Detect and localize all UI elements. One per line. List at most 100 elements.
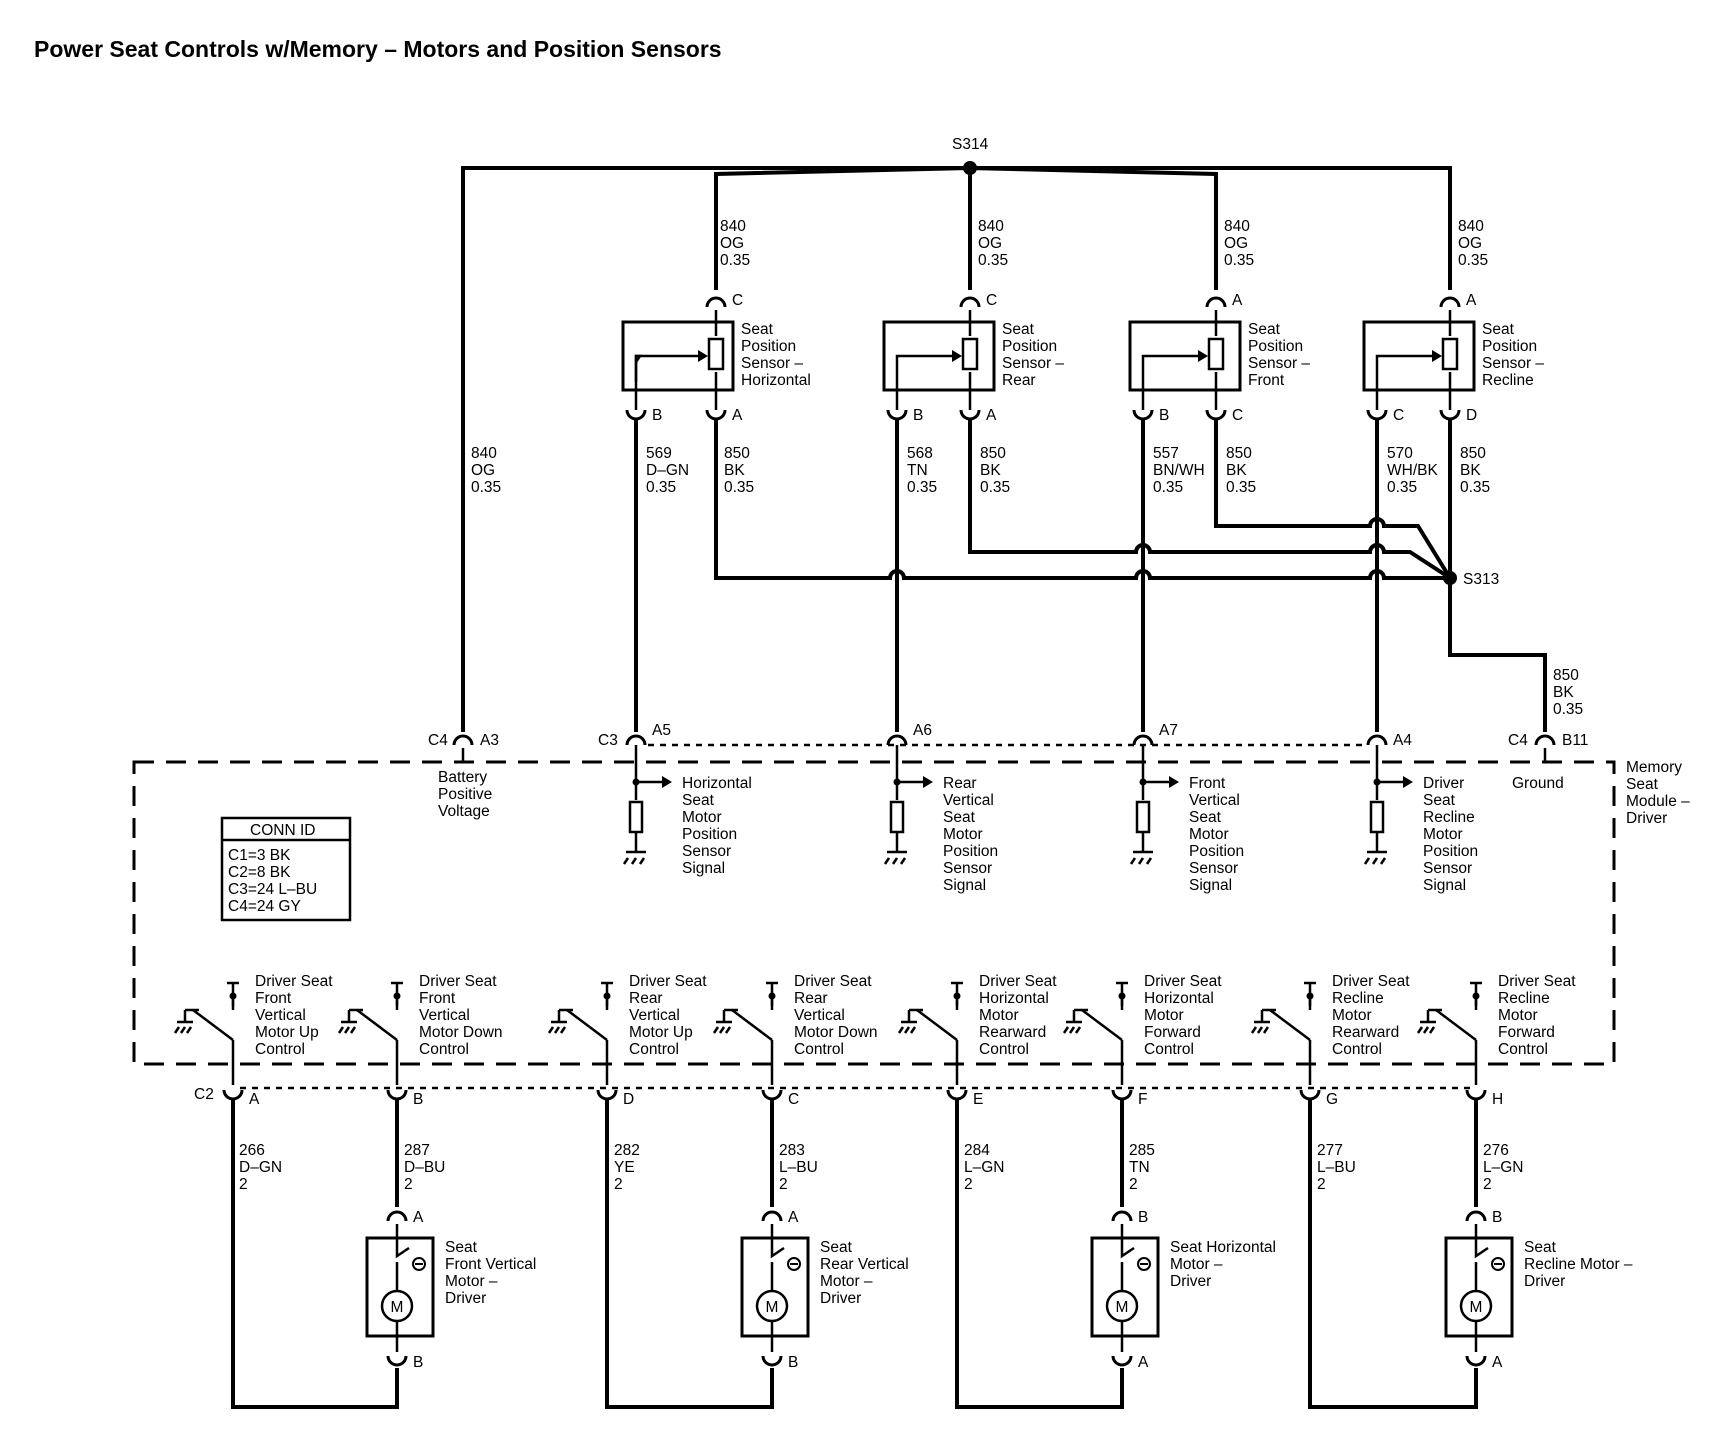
pin-label: A5: [652, 722, 671, 739]
svg-text:BK: BK: [1553, 684, 1574, 701]
wire-label: 0.35: [1224, 252, 1254, 269]
sensor-name: Seat: [1248, 321, 1281, 338]
conn-label: C4: [428, 732, 448, 749]
svg-text:Front: Front: [1189, 775, 1226, 792]
svg-text:2: 2: [239, 1176, 248, 1193]
motor-symbol: M: [766, 1299, 779, 1316]
svg-text:2: 2: [1129, 1176, 1138, 1193]
switch-label: Vertical: [419, 1007, 470, 1024]
switch-label: Motor: [1144, 1007, 1184, 1024]
switch-label: Control: [1144, 1041, 1194, 1058]
svg-text:2: 2: [964, 1176, 973, 1193]
svg-text:Sensor: Sensor: [682, 843, 731, 860]
switch-label: Control: [1498, 1041, 1548, 1058]
switch-label: Rear: [629, 990, 663, 1007]
pin-label: C: [1232, 407, 1243, 424]
switch-label: Front: [419, 990, 456, 1007]
svg-text:284: 284: [964, 1142, 990, 1159]
conn-id-row: C4=24 GY: [228, 898, 301, 915]
signal-internal-circuits: [461, 745, 1547, 865]
wire-label: 568: [907, 445, 933, 462]
pin-label: A6: [913, 722, 932, 739]
module-name: Memory Seat Module – Driver: [1626, 759, 1690, 827]
top-bus-wires: [461, 165, 1452, 732]
svg-text:285: 285: [1129, 1142, 1155, 1159]
wire-label: 0.35: [1460, 479, 1490, 496]
pin-label: A: [986, 407, 997, 424]
switch-label: Forward: [1144, 1024, 1201, 1041]
pin-label: A4: [1393, 732, 1412, 749]
svg-text:Sensor: Sensor: [1423, 860, 1472, 877]
module-top-connectors: C4 A3 C3 A5 A6 A7 A4 C4 B11: [428, 722, 1588, 749]
switch-label: Control: [794, 1041, 844, 1058]
pin-label: A: [1232, 292, 1243, 309]
switch-label: Driver Seat: [1332, 973, 1410, 990]
switch-label: Motor: [1332, 1007, 1372, 1024]
wire-label: 0.35: [720, 252, 750, 269]
motor-name: Seat Horizontal: [1170, 1239, 1276, 1256]
wire-label: 557: [1153, 445, 1179, 462]
sensor-name: Sensor –: [741, 355, 803, 372]
switch-label: Motor Up: [255, 1024, 319, 1041]
svg-text:Signal: Signal: [1423, 877, 1466, 894]
motor-name: Driver: [1524, 1273, 1565, 1290]
pin-label: A: [1138, 1354, 1149, 1371]
sensor-name: Front: [1248, 372, 1285, 389]
conn-label: C3: [598, 732, 618, 749]
switch-label: Motor Down: [419, 1024, 503, 1041]
wire-label: 850: [1226, 445, 1252, 462]
svg-text:D–GN: D–GN: [239, 1159, 282, 1176]
sensor-name: Horizontal: [741, 372, 811, 389]
sensor-top-connectors: C C A A: [705, 292, 1477, 309]
sensor-rear: Seat Position Sensor – Rear: [882, 310, 1064, 410]
wire-label: 0.35: [1387, 479, 1417, 496]
motor-symbol: M: [391, 1299, 404, 1316]
battery-label: Battery Positive Voltage: [438, 769, 492, 820]
svg-text:282: 282: [614, 1142, 640, 1159]
switch-label: Control: [1332, 1041, 1382, 1058]
svg-text:Motor: Motor: [943, 826, 983, 843]
switch-label: Motor Down: [794, 1024, 878, 1041]
svg-text:2: 2: [614, 1176, 623, 1193]
wire-label: D–GN: [646, 462, 689, 479]
pin-label: C: [1393, 407, 1404, 424]
svg-text:L–GN: L–GN: [964, 1159, 1005, 1176]
pin-label: A: [732, 407, 743, 424]
motor-name: Motor –: [820, 1273, 873, 1290]
svg-text:0.35: 0.35: [471, 479, 501, 496]
svg-text:Seat: Seat: [682, 792, 715, 809]
signal-wires: [634, 420, 1379, 732]
sensor-name: Position: [1482, 338, 1537, 355]
svg-text:Motor: Motor: [1423, 826, 1463, 843]
pin-label: C: [732, 292, 743, 309]
pin-label: D: [623, 1091, 634, 1108]
wire-label: 850: [724, 445, 750, 462]
pin-label: A: [249, 1091, 260, 1108]
sensor-front: Seat Position Sensor – Front: [1128, 310, 1310, 410]
switch-label: Rearward: [979, 1024, 1046, 1041]
switch-label: Driver Seat: [1144, 973, 1222, 990]
pin-label: A: [1466, 292, 1477, 309]
pin-label: C: [788, 1091, 799, 1108]
svg-text:Seat: Seat: [1626, 776, 1659, 793]
memory-seat-module-box: [132, 760, 1616, 1066]
svg-text:Driver: Driver: [1626, 810, 1667, 827]
wire-label: OG: [978, 235, 1002, 252]
conn-id-row: C3=24 L–BU: [228, 881, 317, 898]
wire-label: 0.35: [1153, 479, 1183, 496]
svg-text:L–GN: L–GN: [1483, 1159, 1524, 1176]
wire-label: 840: [978, 218, 1004, 235]
switch-label: Vertical: [629, 1007, 680, 1024]
pin-label: B: [1159, 407, 1169, 424]
conn-id-row: C1=3 BK: [228, 847, 291, 864]
sensor-name: Sensor –: [1002, 355, 1064, 372]
switch-label: Rear: [794, 990, 828, 1007]
svg-text:Position: Position: [682, 826, 737, 843]
svg-text:266: 266: [239, 1142, 265, 1159]
svg-text:D–BU: D–BU: [404, 1159, 445, 1176]
